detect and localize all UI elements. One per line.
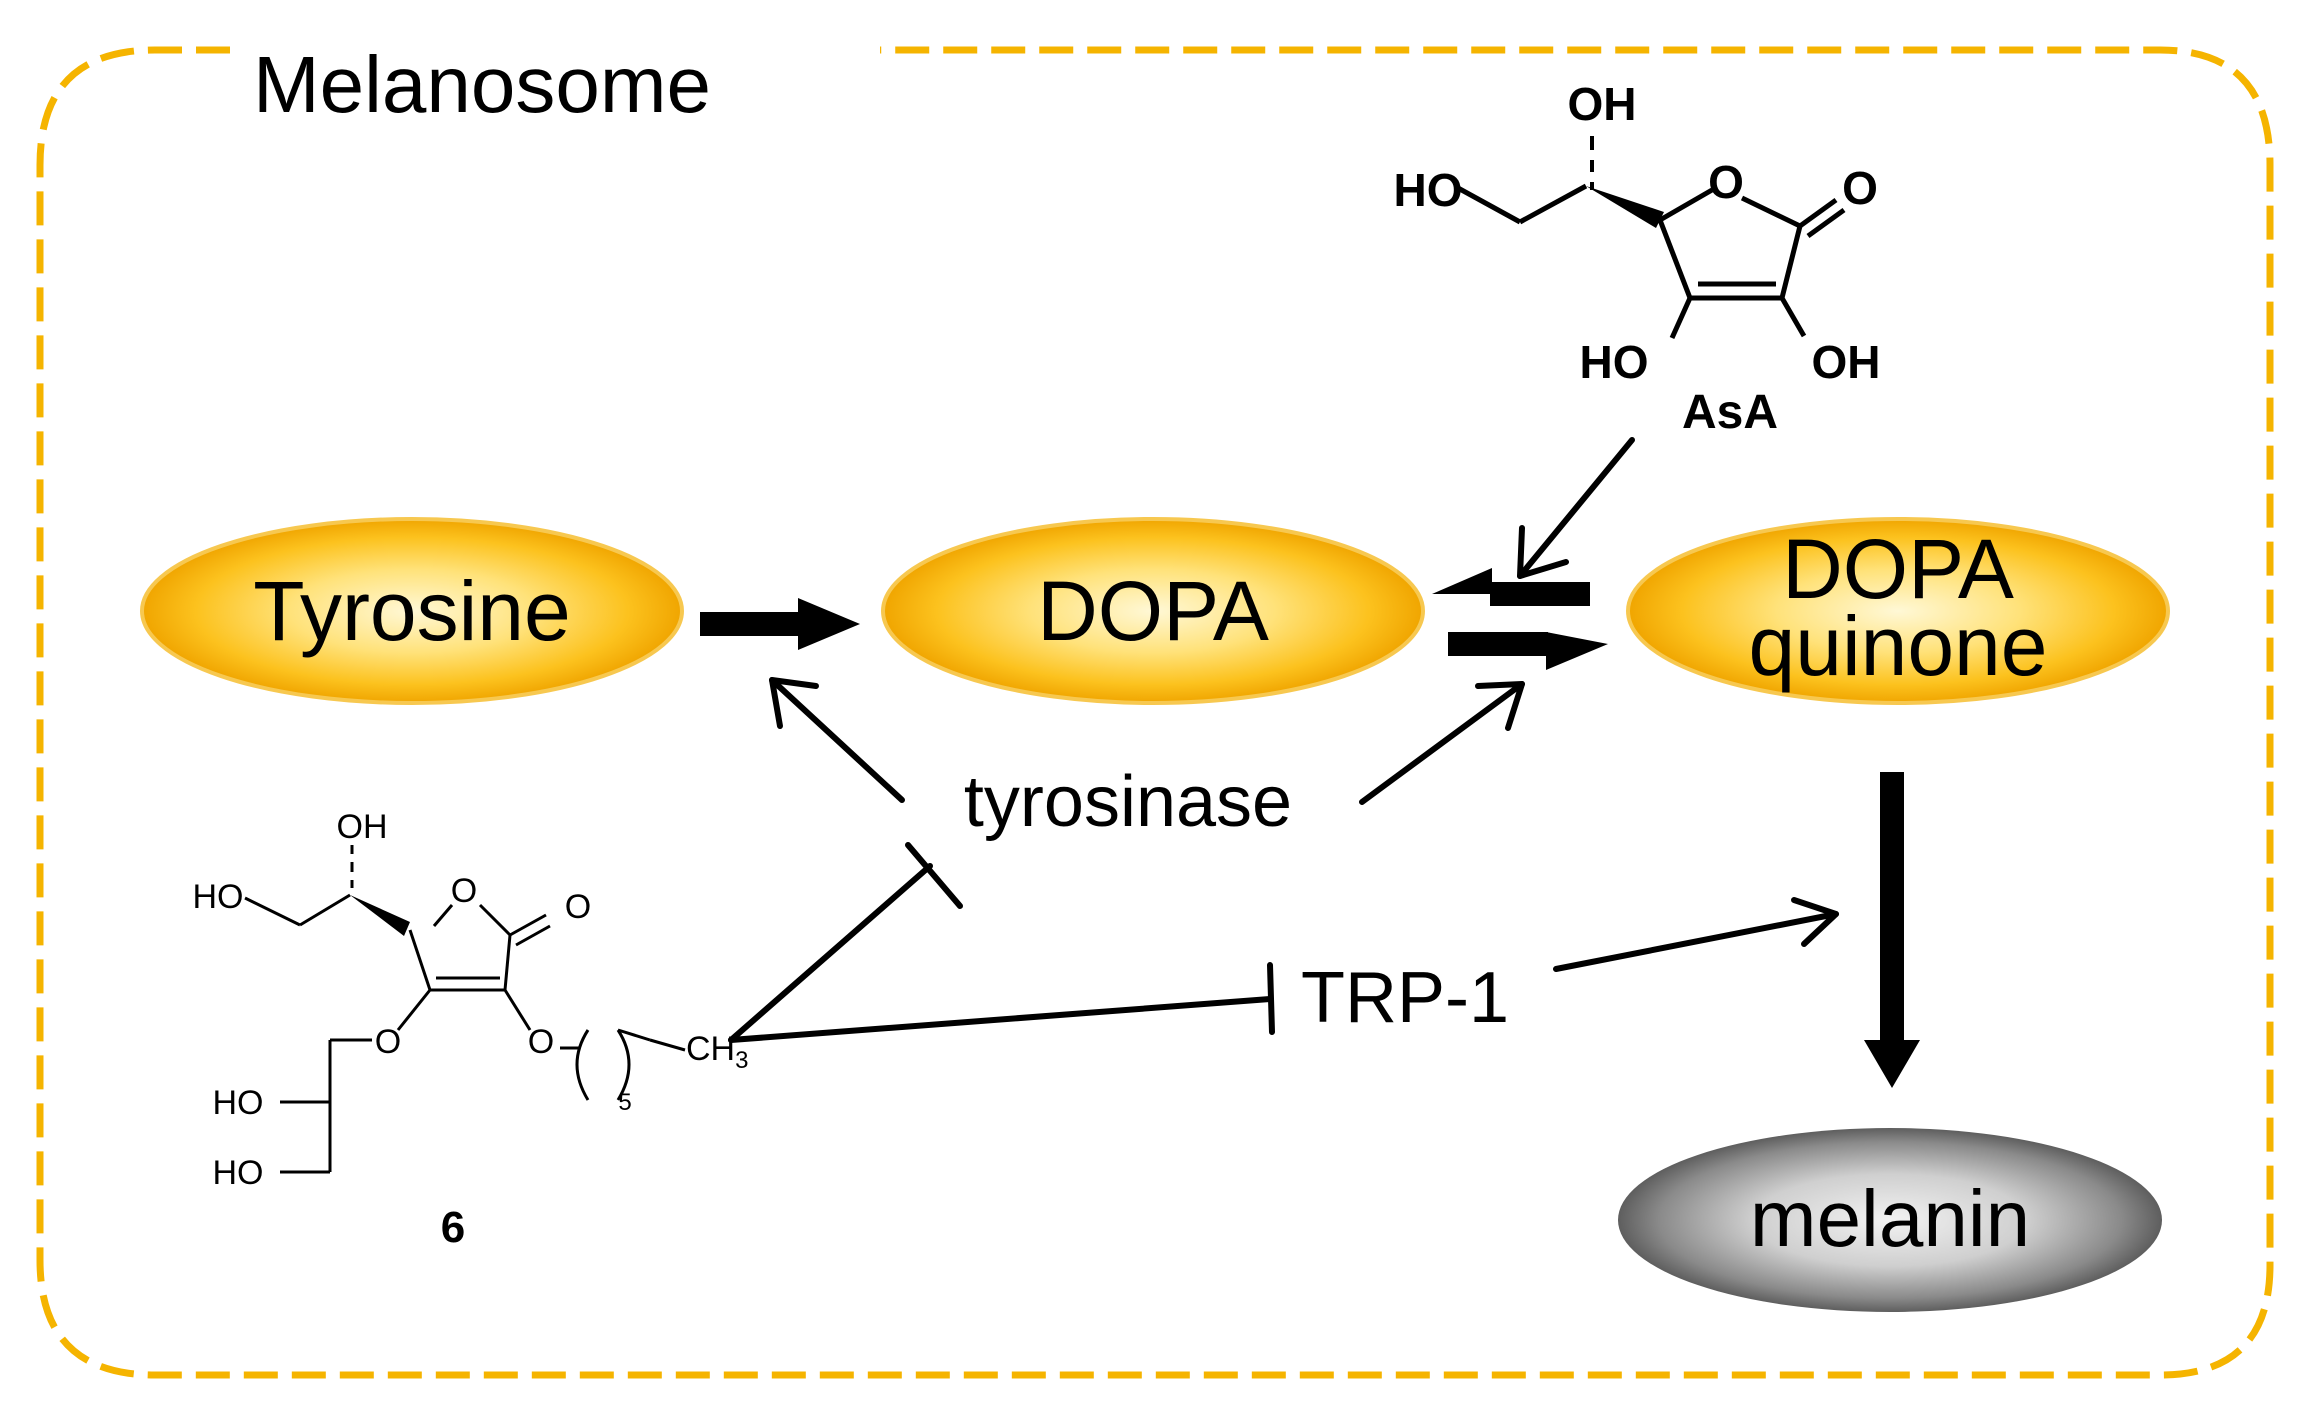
node-dopa: DOPA: [881, 517, 1425, 705]
enzyme-tyrosinase: tyrosinase: [964, 762, 1292, 842]
arrow-tyrosinase-to-step1: [769, 677, 905, 803]
arrow-tyrosine-to-dopa: [700, 598, 860, 650]
c6-oh-top: OH: [337, 808, 388, 846]
melanosome-boundary: [36, 46, 2274, 1379]
node-dopaquinone-label-line2: quinone: [1749, 599, 2048, 693]
inhibition-6-to-trp1: [728, 962, 1275, 1043]
node-tyrosine: Tyrosine: [140, 517, 684, 705]
c6-o-ring: O: [451, 872, 477, 910]
c6-ch3-base: CH: [686, 1030, 735, 1068]
node-tyrosine-label: Tyrosine: [253, 564, 570, 658]
arrow-dopa-to-dopaquinone: [1448, 632, 1608, 670]
node-dopa-label: DOPA: [1037, 564, 1269, 658]
node-melanin: melanin: [1618, 1128, 2162, 1312]
enzyme-trp1: TRP-1: [1301, 958, 1509, 1038]
c6-o-carbonyl: O: [565, 888, 591, 926]
c6-o-ether-right: O: [528, 1023, 554, 1061]
arrow-asa-to-equilibrium: [1517, 437, 1635, 579]
asa-structure: OH HO O O HO OH AsA: [1394, 78, 1881, 439]
c6-ch3-sub: 3: [735, 1047, 748, 1074]
asa-ho-left: HO: [1394, 164, 1463, 216]
c6-name: 6: [441, 1203, 465, 1252]
c6-ho-left: HO: [193, 878, 244, 916]
inhibition-6-to-tyrosinase: [728, 842, 963, 1043]
node-melanin-label: melanin: [1750, 1174, 2030, 1263]
arrow-trp1-to-melanin: [1553, 897, 1839, 972]
node-dopaquinone-label-line1: DOPA: [1782, 522, 2014, 616]
c6-ch3: CH3: [686, 1030, 748, 1074]
asa-ho-bottom: HO: [1580, 336, 1649, 388]
arrow-dopaquinone-to-melanin: [1864, 772, 1920, 1088]
c6-n-sub: 5: [618, 1089, 631, 1116]
c6-o-ether-left: O: [375, 1023, 401, 1061]
asa-o-carbonyl: O: [1842, 162, 1878, 214]
melanosome-title: Melanosome: [253, 40, 711, 129]
arrow-dopaquinone-to-dopa: [1432, 568, 1590, 606]
asa-oh-top: OH: [1568, 78, 1637, 130]
c6-ho-2: HO: [213, 1154, 264, 1192]
node-dopaquinone: DOPA quinone: [1626, 517, 2170, 705]
asa-o-ring: O: [1708, 156, 1744, 208]
compound-6-structure: OH HO O O O O CH3 5 HO HO 6: [193, 808, 749, 1252]
asa-name: AsA: [1682, 386, 1778, 439]
c6-ho-1: HO: [213, 1084, 264, 1122]
arrow-tyrosinase-to-step2: [1359, 681, 1525, 805]
asa-oh-bottom: OH: [1812, 336, 1881, 388]
